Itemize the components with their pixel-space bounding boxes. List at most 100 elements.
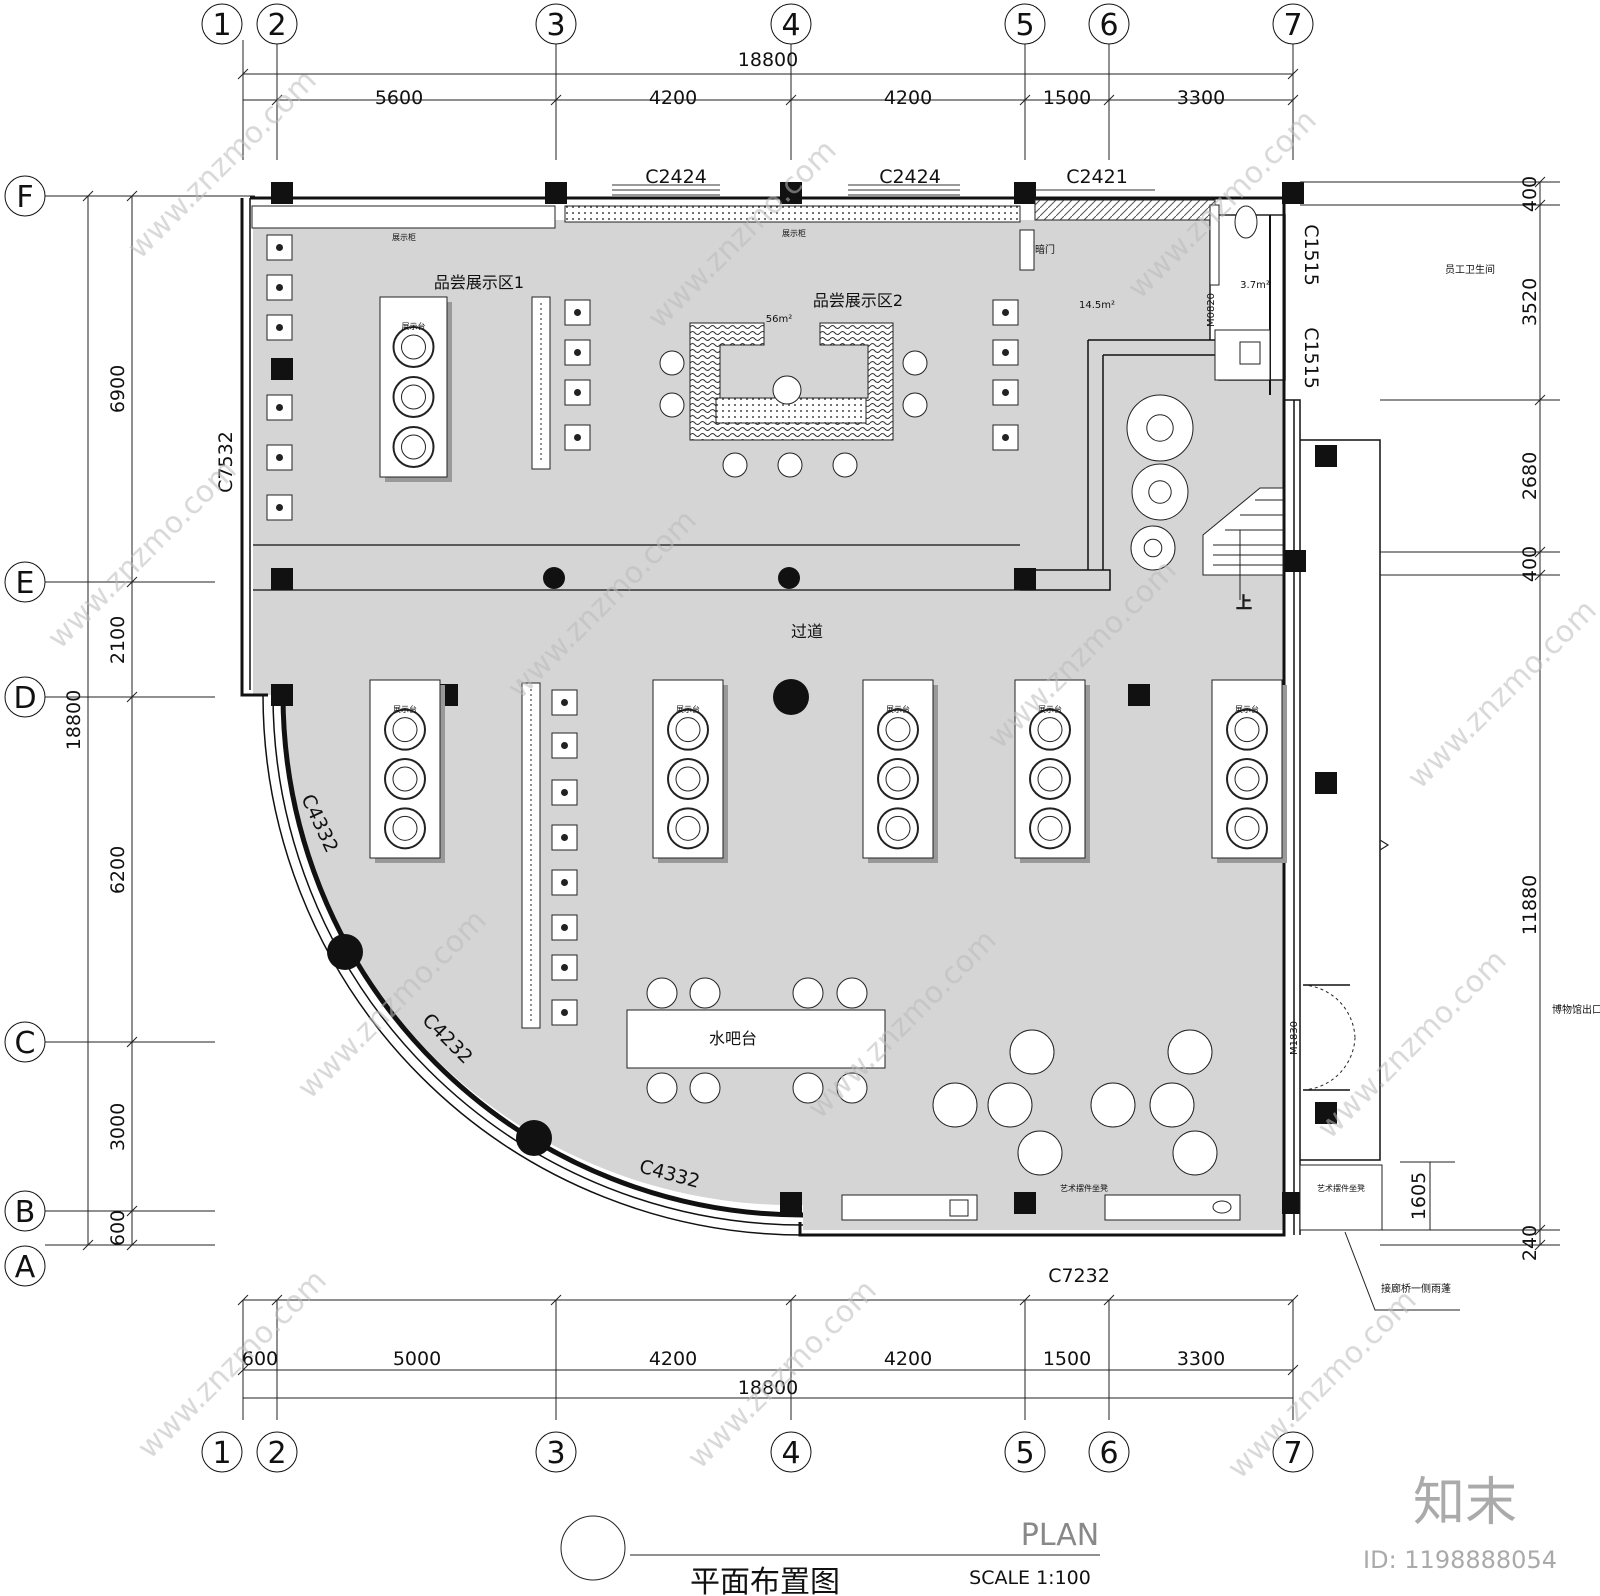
wine-bottle-icon: [561, 924, 568, 931]
wine-bottle-icon: [276, 324, 283, 331]
brand-logo: 知末: [1413, 1473, 1517, 1533]
door-m1830: [1302, 839, 1390, 1091]
chair: [659, 350, 685, 376]
dim-bottom-part: 600: [242, 1348, 278, 1370]
chair: [792, 977, 824, 1009]
svg-text:1: 1: [212, 1436, 231, 1471]
wine-bottle-icon: [561, 834, 568, 841]
display-plate-inner: [1037, 717, 1063, 743]
axis-bubble: C: [4, 1021, 46, 1063]
chair: [689, 1072, 721, 1104]
dim-right-part: 2680: [1519, 452, 1541, 500]
display-table-label: 展示台: [393, 704, 417, 714]
round-table-inner: [1148, 480, 1172, 504]
dim-top-part: 4200: [649, 87, 697, 109]
axis-bubble: 7: [1272, 3, 1314, 45]
display-plate-inner: [1234, 815, 1260, 841]
dim-top-total: 18800: [738, 49, 798, 71]
display-plate-inner: [401, 384, 426, 410]
dim-top-part: 5600: [375, 87, 423, 109]
axis-bubble: 6: [1088, 1431, 1130, 1473]
svg-text:6: 6: [1099, 1436, 1118, 1471]
wine-bottle-icon: [574, 389, 581, 396]
title-en: PLAN: [1021, 1518, 1099, 1553]
axis-bubble: B: [4, 1190, 46, 1232]
wine-bottle-icon: [276, 244, 283, 251]
dim-right-part: 400: [1519, 546, 1541, 582]
axis-bubble: F: [4, 175, 46, 217]
svg-text:E: E: [16, 566, 35, 601]
walls: [240, 196, 1381, 1237]
window-c2421: C2421: [1066, 166, 1128, 188]
corridor-label: 过道: [791, 622, 823, 641]
watermark-text: www.znzmo.com: [1311, 943, 1514, 1146]
display-plate-inner: [392, 717, 418, 743]
dim-top-part: 3300: [1177, 87, 1225, 109]
chair: [792, 1072, 824, 1104]
cabinet-label-a: 展示柜: [392, 232, 416, 242]
dim-left-part: 6200: [107, 846, 129, 894]
wine-bottle-icon: [1002, 309, 1009, 316]
dim-bottom-part: 3300: [1177, 1348, 1225, 1370]
chair: [1167, 1029, 1213, 1075]
axis-bubble: 2: [256, 1431, 298, 1473]
axis-bubble: 1: [201, 1431, 243, 1473]
wine-bottle-icon: [561, 879, 568, 886]
display-plate-inner: [885, 717, 911, 743]
axis-bubble: A: [4, 1245, 46, 1287]
window-c7232: C7232: [1048, 1265, 1110, 1287]
floor-area: [253, 214, 1286, 1230]
title-scale: SCALE 1:100: [969, 1567, 1091, 1589]
dim-bottom-part: 5000: [393, 1348, 441, 1370]
wine-bottle-icon: [276, 504, 283, 511]
wine-bottle-icon: [561, 699, 568, 706]
dim-left-part: 6900: [107, 365, 129, 413]
wine-showcase: [551, 824, 578, 851]
dim-right-part: 1605: [1408, 1172, 1430, 1220]
svg-text:3: 3: [546, 1436, 565, 1471]
display-plate-inner: [401, 434, 426, 460]
bar-counter: [689, 322, 894, 441]
dimension-text-left: 18800 6900 2100 6200 3000 600: [63, 365, 129, 1246]
svg-text:7: 7: [1283, 1436, 1302, 1471]
wine-bottle-icon: [574, 309, 581, 316]
svg-text:6: 6: [1099, 8, 1118, 43]
zone2-label: 品尝展示区2: [813, 291, 903, 310]
wine-bottle-icon: [561, 789, 568, 796]
wine-bottle-icon: [276, 454, 283, 461]
window-c1515-a: C1515: [1300, 224, 1322, 286]
display-plate-inner: [885, 815, 911, 841]
svg-text:4: 4: [781, 8, 800, 43]
display-plate-inner: [675, 766, 701, 792]
dimension-text-bottom: 600 5000 4200 4200 1500 3300 18800: [242, 1348, 1225, 1399]
watermark-text: www.znzmo.com: [1221, 1283, 1424, 1486]
dim-top-part: 4200: [884, 87, 932, 109]
display-table-label: 展示台: [1235, 704, 1259, 714]
chair: [689, 977, 721, 1009]
art-seat-b-label: 艺术摆件坐凳: [1317, 1183, 1365, 1193]
watermark-text: www.znzmo.com: [41, 453, 244, 656]
wine-bottle-icon: [1002, 389, 1009, 396]
chair: [722, 452, 748, 478]
art-seat-a-label: 艺术摆件坐凳: [1060, 1183, 1108, 1193]
svg-text:2: 2: [267, 1436, 286, 1471]
wine-showcase: [266, 234, 293, 261]
room-labels: 品尝展示区1 品尝展示区2 56m² 14.5m² 3.7m² 暗门 员工卫生间…: [434, 243, 1600, 1295]
wine-bottle-icon: [561, 742, 568, 749]
axis-bubble: E: [4, 561, 46, 603]
wine-bottle-icon: [561, 964, 568, 971]
wc-fixtures: [1019, 204, 1271, 381]
svg-text:5: 5: [1015, 8, 1034, 43]
chair: [932, 1082, 978, 1128]
svg-text:D: D: [13, 681, 36, 716]
furniture: 展示台展示台展示台展示台展示台展示台: [266, 234, 1287, 1176]
dimension-text-right: 400 3520 2680 400 11880 1605 240: [1408, 176, 1541, 1261]
svg-text:F: F: [16, 180, 33, 215]
dimension-lines: [45, 40, 1560, 1420]
axis-bubble: 4: [770, 1431, 812, 1473]
secret-door-label: 暗门: [1035, 243, 1055, 256]
title-cn: 平面布置图: [690, 1565, 840, 1596]
dim-bottom-part: 4200: [649, 1348, 697, 1370]
display-table-label: 展示台: [676, 704, 700, 714]
